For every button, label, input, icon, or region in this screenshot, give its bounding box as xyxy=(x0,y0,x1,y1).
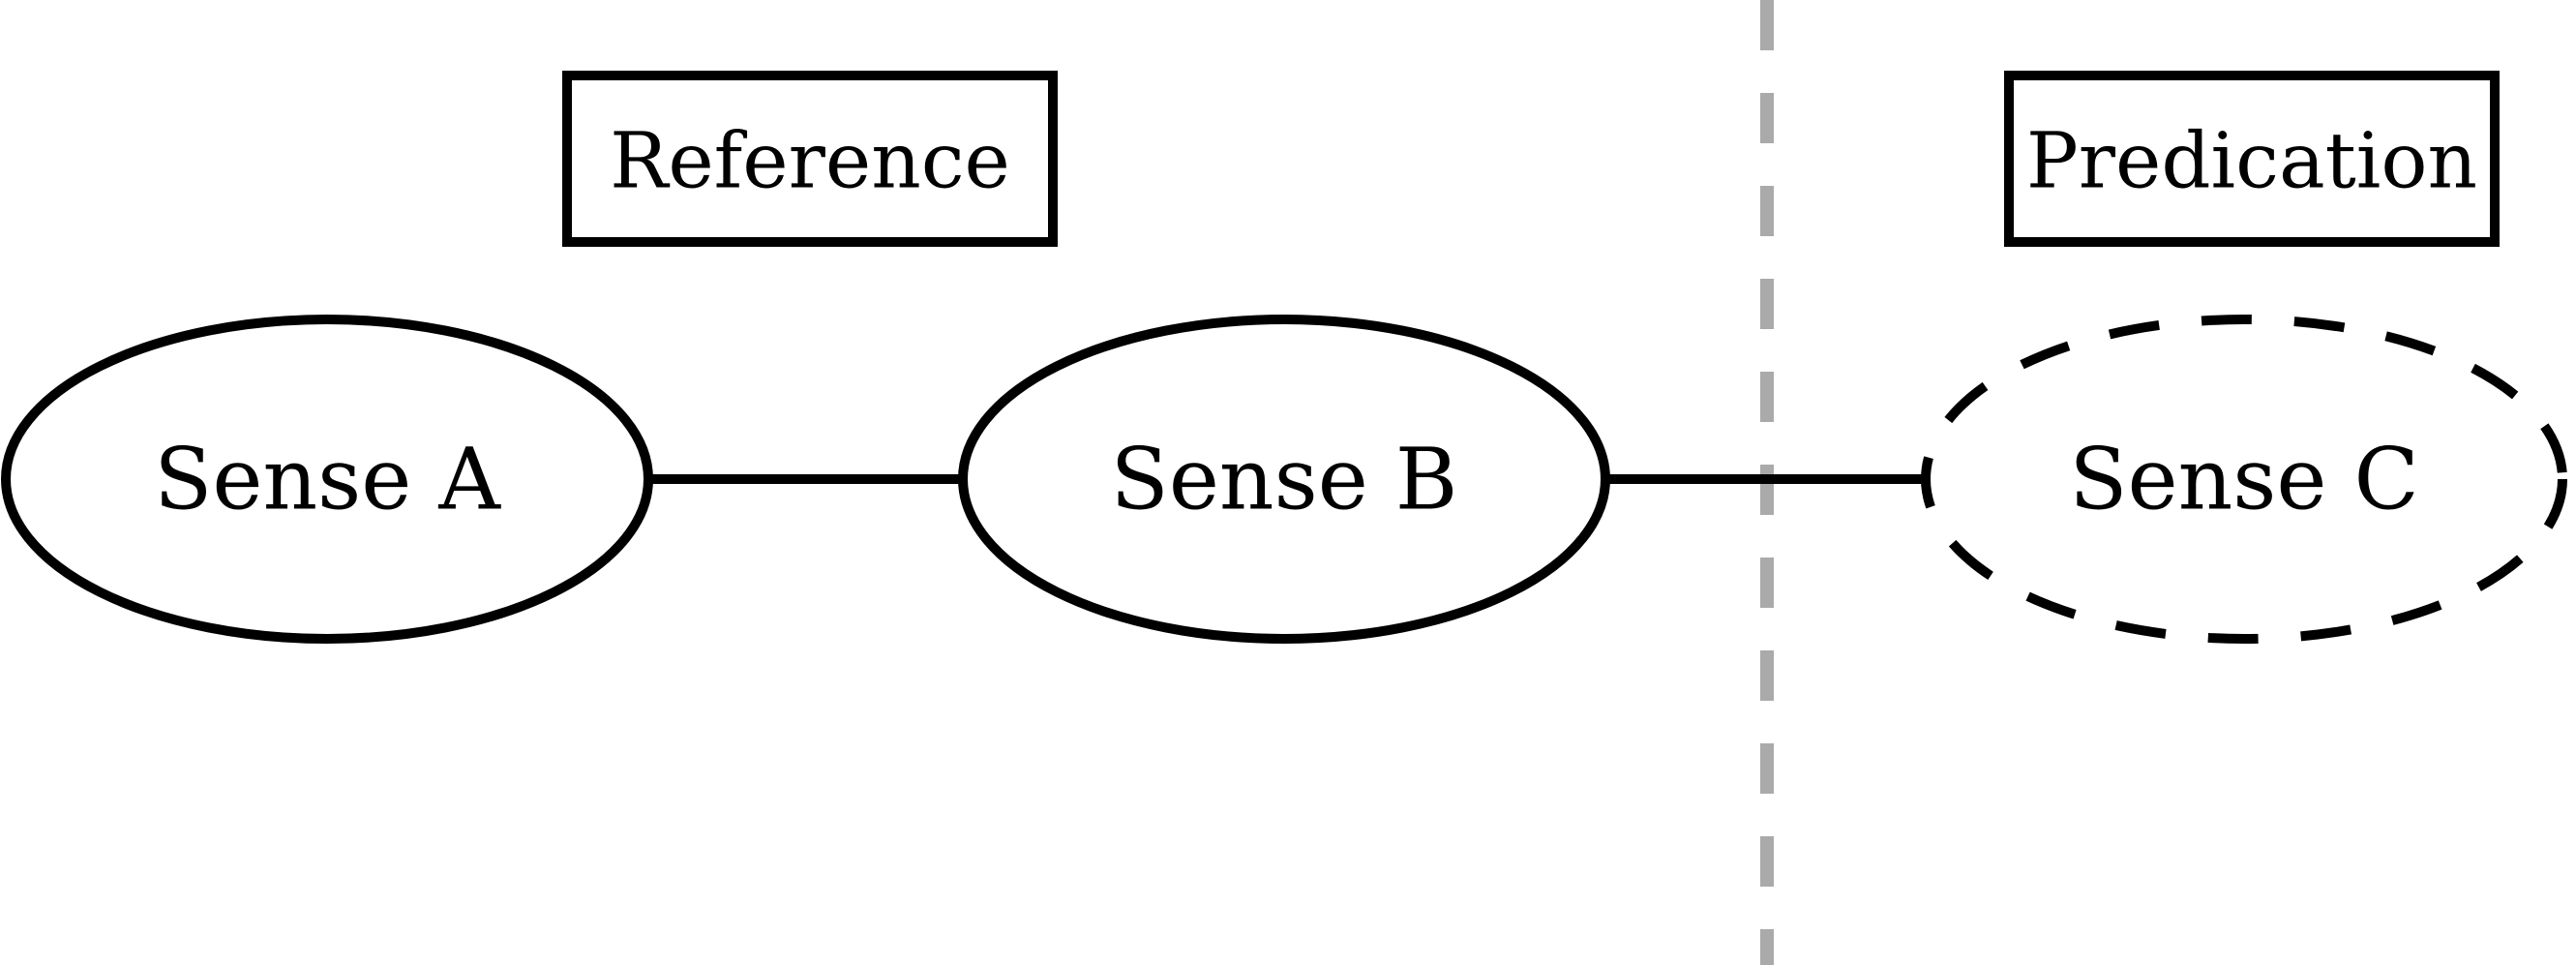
predication-label-box: Predication xyxy=(2004,71,2500,247)
sense-b-ellipse xyxy=(958,315,1610,644)
predication-label: Predication xyxy=(2026,116,2477,206)
reference-label: Reference xyxy=(610,116,1010,206)
reference-label-box: Reference xyxy=(562,71,1058,247)
predication-box-frame xyxy=(2004,71,2500,247)
sense-c-ellipse xyxy=(1921,315,2567,644)
sense-c-node: Sense C xyxy=(1921,315,2567,644)
sense-c-label: Sense C xyxy=(2069,430,2419,529)
sense-a-node: Sense A xyxy=(1,315,653,644)
sense-b-node: Sense B xyxy=(958,315,1610,644)
sense-a-label: Sense A xyxy=(154,430,501,529)
sense-a-ellipse xyxy=(1,315,653,644)
reference-box-frame xyxy=(562,71,1058,247)
sense-b-label: Sense B xyxy=(1111,430,1458,529)
